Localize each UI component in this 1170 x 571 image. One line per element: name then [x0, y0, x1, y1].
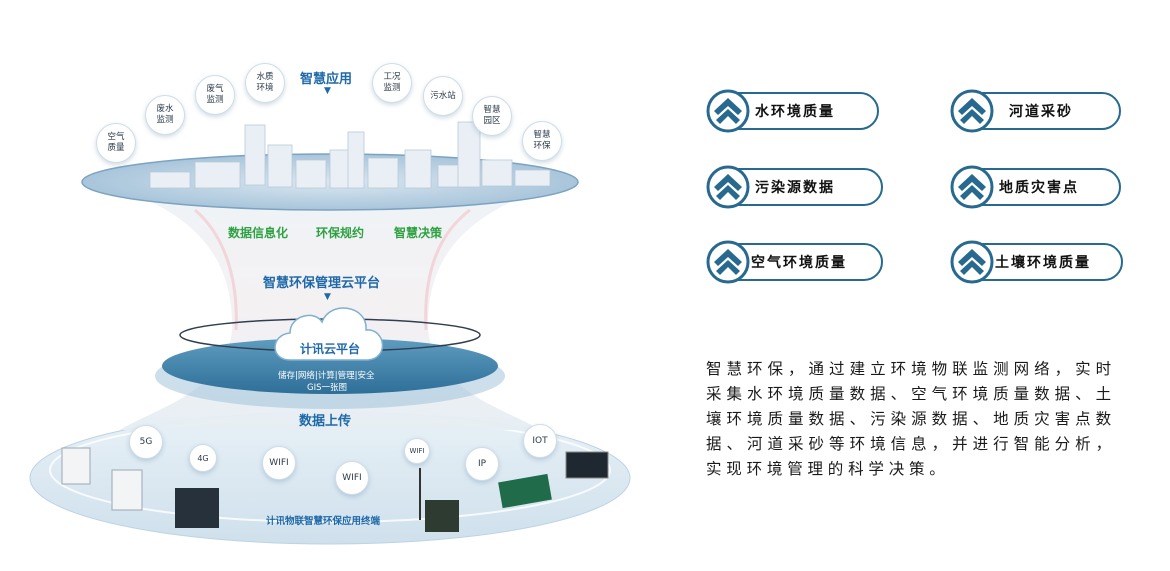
chevron-up-icon [706, 240, 750, 284]
mid-label-decision: 智慧决策 [394, 226, 443, 240]
chevron-down-icon: ▼ [324, 86, 331, 96]
terminal-label: 计讯物联智慧环保应用终端 [266, 516, 381, 527]
tag-pollution-source: 污染源数据 [706, 165, 883, 209]
description-text: 智慧环保，通过建立环境物联监测网络，实时采集水环境质量数据、空气环境质量数据、土… [706, 360, 1116, 478]
city-skyline [149, 121, 551, 189]
net-chip-iot: IOT [523, 424, 557, 458]
cloud-disc [162, 338, 498, 394]
tag-air-quality: 空气环境质量 [706, 240, 883, 284]
tag-river-sand: 河道采砂 [950, 89, 1121, 133]
tag-label: 水环境质量 [755, 104, 835, 120]
tag-label: 空气环境质量 [751, 255, 847, 271]
tag-geological-hazard: 地质灾害点 [950, 165, 1121, 209]
chevron-up-icon [950, 165, 994, 209]
app-bubble-sewage-station: 污水站 [423, 76, 463, 116]
chevron-up-icon [950, 89, 994, 133]
funnel-glow-left [194, 208, 238, 331]
chevron-down-icon: ▼ [324, 292, 331, 302]
net-chip-4g: 4G [189, 444, 217, 472]
app-bubble-waste-gas: 废气 监测 [195, 75, 235, 115]
net-chip-wifi-2: WIFI [335, 461, 369, 495]
upload-title: 数据上传 [299, 414, 352, 429]
architecture-diagram: 智慧应用 ▼ 空气 质量 废水 监测 废气 监测 水质 环境 工况 监测 污水站… [29, 63, 631, 545]
net-chip-ip: IP [465, 447, 499, 481]
tag-soil-quality: 土壤环境质量 [950, 240, 1123, 284]
app-bubble-air: 空气 质量 [96, 123, 136, 163]
tag-label: 污染源数据 [755, 180, 835, 196]
mid-label-info: 数据信息化 [228, 226, 289, 240]
diagram-graphics [29, 121, 631, 545]
terminal-devices [61, 447, 609, 532]
tag-water-quality: 水环境质量 [706, 89, 879, 133]
chevron-up-icon [706, 165, 750, 209]
app-bubble-smart-env: 智慧 环保 [522, 121, 562, 161]
platform-title: 智慧环保管理云平台 [263, 276, 381, 291]
tag-label: 河道采砂 [1009, 104, 1073, 120]
net-chip-5g: 5G [129, 425, 163, 459]
chevron-up-icon [706, 89, 750, 133]
cloud-sub-services: 储存|网络|计算|管理|安全 [278, 371, 375, 381]
funnel-glow-right [424, 208, 471, 331]
app-bubble-smart-park: 智慧 园区 [472, 96, 512, 136]
tag-label: 地质灾害点 [999, 180, 1079, 196]
cloud-sub-gis: GIS一张图 [307, 383, 347, 393]
app-bubble-wastewater: 废水 监测 [145, 95, 185, 135]
tag-label: 土壤环境质量 [995, 255, 1091, 271]
app-bubble-water-quality: 水质 环境 [245, 63, 285, 103]
cloud-label: 计讯云平台 [300, 342, 361, 356]
top-title: 智慧应用 [300, 72, 353, 87]
net-chip-wifi-1: WIFI [262, 446, 296, 480]
app-bubble-condition: 工况 监测 [372, 63, 412, 103]
cloud-shape [274, 307, 384, 361]
net-chip-wifi-3: WIFI [404, 438, 430, 464]
chevron-up-icon [950, 240, 994, 284]
mid-label-rules: 环保规约 [316, 226, 365, 240]
